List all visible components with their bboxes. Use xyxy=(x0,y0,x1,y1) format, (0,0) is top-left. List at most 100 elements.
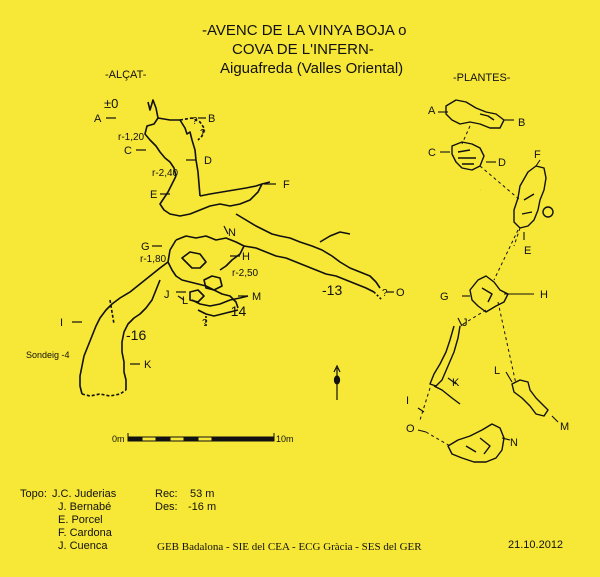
plan-ab-outline xyxy=(445,99,505,129)
boulder-3 xyxy=(189,289,205,303)
plan-label-n: N xyxy=(510,437,518,449)
plan-ticks xyxy=(417,111,559,441)
rope-r250: r-2,50 xyxy=(232,268,259,279)
gallery-upper xyxy=(199,183,263,197)
elev-label-e: E xyxy=(150,189,157,201)
rope-r240: r-2,40 xyxy=(152,168,179,179)
boulder-1 xyxy=(181,251,207,269)
zero-datum-label: ±0 xyxy=(104,96,118,111)
elev-label-i: I xyxy=(60,317,63,329)
shaft-left-wall xyxy=(144,99,177,177)
scale-bar: 0m 10m xyxy=(112,433,294,444)
plan-heading: -PLANTES- xyxy=(453,72,511,84)
sondeig-label: Sondeig -4 xyxy=(26,350,70,360)
lm-roof xyxy=(191,295,249,307)
plan-label-o: O xyxy=(406,423,415,435)
plan-jk-tail xyxy=(433,385,461,405)
topo-credits: Topo: xyxy=(20,488,47,501)
plan-cd-outline xyxy=(451,141,485,171)
title-line-2: COVA DE L'INFERN- xyxy=(232,41,374,58)
plan-sections xyxy=(429,99,554,463)
plan-label-c: C xyxy=(428,147,436,159)
lm-floor xyxy=(197,309,239,317)
rec-value: 53 m xyxy=(190,488,215,500)
plan-label-j: J xyxy=(462,317,468,329)
plan-ef-outline xyxy=(513,165,547,229)
plan-label-a: A xyxy=(428,105,436,117)
des-label: Des: xyxy=(155,501,178,513)
plan-label-k: K xyxy=(452,377,460,389)
n-gallery-floor xyxy=(243,245,375,293)
title-line-1: -AVENC DE LA VINYA BOJA o xyxy=(202,22,407,39)
plan-label-l: L xyxy=(494,365,500,377)
elevation-ticks xyxy=(72,117,394,365)
depth-14: -14 xyxy=(226,303,246,319)
rope-r120: r-1,20 xyxy=(118,132,145,143)
n-side-branch xyxy=(319,231,351,243)
elev-label-c: C xyxy=(124,145,132,157)
elev-label-m: M xyxy=(252,291,261,303)
plan-cd-hatch xyxy=(457,149,476,165)
plan-lm-outline xyxy=(511,379,549,417)
plan-ef-pit xyxy=(542,206,554,218)
elev-label-j: J xyxy=(164,289,170,301)
elev-label-o: O xyxy=(396,287,405,299)
plan-label-e: E xyxy=(524,245,531,257)
title-line-3: Aiguafreda (Valles Oriental) xyxy=(220,60,404,77)
elev-label-l: L xyxy=(182,295,188,307)
plan-connectors xyxy=(419,125,521,447)
survey-date: 21.10.2012 xyxy=(508,539,564,551)
topo-names: J.C. Juderias J. Bernabé E. Porcel F. Ca… xyxy=(52,488,116,553)
topo-label: Topo: xyxy=(20,488,47,500)
elev-label-n: N xyxy=(228,227,236,239)
des-value: -16 m xyxy=(188,501,217,513)
rec-label: Rec: xyxy=(155,488,178,500)
elev-label-d: D xyxy=(204,155,212,167)
clubs-footer: GEB Badalona - SIE del CEA - ECG Gràcia … xyxy=(157,541,422,553)
rope-r180: r-1,80 xyxy=(140,254,167,265)
elev-label-b: B xyxy=(208,113,215,125)
plan-gh-detail xyxy=(481,287,493,303)
stats-labels: Rec: Des: xyxy=(155,488,178,514)
plan-ab-detail xyxy=(479,113,495,121)
depth-13: -13 xyxy=(322,282,342,298)
topo-name: J. Bernabé xyxy=(58,501,112,513)
plan-label-f: F xyxy=(534,149,541,161)
shaft-bottom xyxy=(81,389,127,397)
b-passage xyxy=(179,117,205,141)
topo-name: F. Cardona xyxy=(58,527,112,539)
sondeig-dashed xyxy=(109,299,115,325)
elev-label-k: K xyxy=(144,359,152,371)
stats-values: 53 m -16 m xyxy=(188,488,216,514)
scale-end-label: 10m xyxy=(276,434,294,444)
unknown-mark-4: ? xyxy=(382,288,388,299)
plan-label-b: B xyxy=(518,117,525,129)
lower-shaft-left xyxy=(79,261,169,395)
elev-label-a: A xyxy=(94,113,102,125)
plan-jk-outline xyxy=(429,325,461,387)
topo-name: J.C. Juderias xyxy=(52,488,117,500)
topo-name: E. Porcel xyxy=(58,514,103,526)
elevation-text: ±0 A B C D E F G H I J K L M N O r-1,20 … xyxy=(26,96,405,371)
elev-label-h: H xyxy=(242,251,250,263)
plan-on-detail xyxy=(465,437,491,455)
n-gallery-roof xyxy=(235,213,381,289)
unknown-mark-2: ? xyxy=(200,128,206,139)
plan-gh-outline xyxy=(469,275,509,313)
elev-label-f: F xyxy=(283,179,290,191)
central-chamber-lower xyxy=(167,239,239,309)
elev-label-g: G xyxy=(141,241,150,253)
plan-text: A B C D E F G H I J K L M N O xyxy=(406,105,569,449)
north-arrow-icon xyxy=(333,364,341,400)
plan-on-outline xyxy=(447,423,505,463)
shaft-right-wall xyxy=(157,117,201,197)
elevation-profile xyxy=(79,99,383,397)
elevation-heading: -ALÇAT- xyxy=(105,69,147,81)
o-end xyxy=(373,291,383,301)
lower-shaft-right xyxy=(121,279,161,390)
depth-16: -16 xyxy=(126,327,146,343)
central-chamber-upper xyxy=(175,235,245,271)
plan-label-d: D xyxy=(498,157,506,169)
